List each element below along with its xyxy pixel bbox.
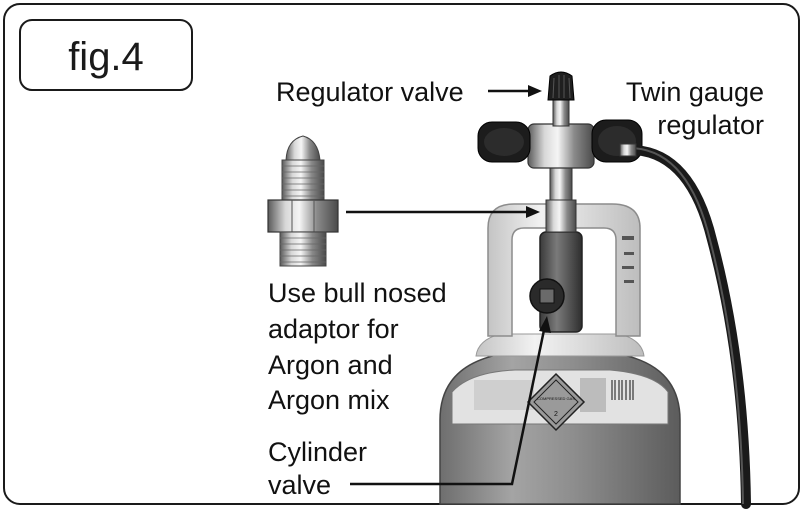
adaptor-upper-thread-lines bbox=[282, 165, 324, 197]
adaptor-label-line-3: Argon and bbox=[268, 350, 393, 380]
adaptor-hex-nut bbox=[267, 199, 339, 233]
twin-gauge-label-line-2: regulator bbox=[657, 110, 764, 140]
bull-nosed-adaptor-illustration bbox=[267, 135, 339, 267]
adaptor-nose bbox=[285, 135, 321, 161]
cylinder-valve-leader bbox=[350, 329, 546, 486]
cylinder-valve-label-line-1: Cylinder bbox=[268, 437, 367, 467]
gas-cylinder-illustration bbox=[439, 71, 751, 509]
adaptor-arrowhead bbox=[526, 206, 540, 218]
twin-gauge-label-line-1: Twin gauge bbox=[626, 77, 764, 107]
adaptor-label-line-4: Argon mix bbox=[268, 385, 390, 415]
cylinder-valve-wheel-square bbox=[539, 288, 555, 304]
adaptor-nut-lower bbox=[545, 199, 577, 233]
valve-guard bbox=[487, 203, 641, 337]
hazard-diamond bbox=[526, 372, 586, 432]
regulator-valve-knob bbox=[547, 71, 575, 101]
regulator-valve-knob-grip bbox=[552, 75, 571, 99]
gas-hose-highlight bbox=[629, 147, 744, 505]
left-gauge bbox=[477, 121, 531, 163]
adaptor-upper-thread bbox=[281, 159, 325, 201]
regulator-valve-arrowhead bbox=[528, 85, 542, 97]
valve-guard-markings bbox=[622, 236, 634, 283]
hazard-diamond-text: COMPRESSED GAS bbox=[537, 396, 575, 401]
hose-fitting bbox=[619, 143, 637, 157]
adaptor-label-line-2: adaptor for bbox=[268, 314, 399, 344]
regulator-valve-label: Regulator valve bbox=[276, 77, 464, 107]
barcode bbox=[611, 380, 634, 400]
regulator-body bbox=[527, 123, 595, 169]
hazard-diamond-number: 2 bbox=[554, 411, 558, 418]
cylinder-valve-label-line-2: valve bbox=[268, 470, 331, 500]
regulator-valve-stem bbox=[552, 97, 570, 127]
cylinder-shoulder-collar bbox=[475, 333, 645, 357]
adaptor-label-line-1: Use bull nosed bbox=[268, 278, 447, 308]
cylinder-label-text-block bbox=[474, 380, 534, 410]
cylinder-info-block bbox=[580, 378, 606, 412]
figure-label: fig.4 bbox=[68, 35, 144, 79]
adaptor-lower-thread bbox=[279, 231, 327, 267]
adaptor-lower-thread-lines bbox=[280, 237, 326, 263]
figure-label-box bbox=[19, 19, 193, 91]
adaptor-nut-upper bbox=[549, 167, 573, 201]
cylinder-valve-arrowhead bbox=[539, 316, 551, 333]
